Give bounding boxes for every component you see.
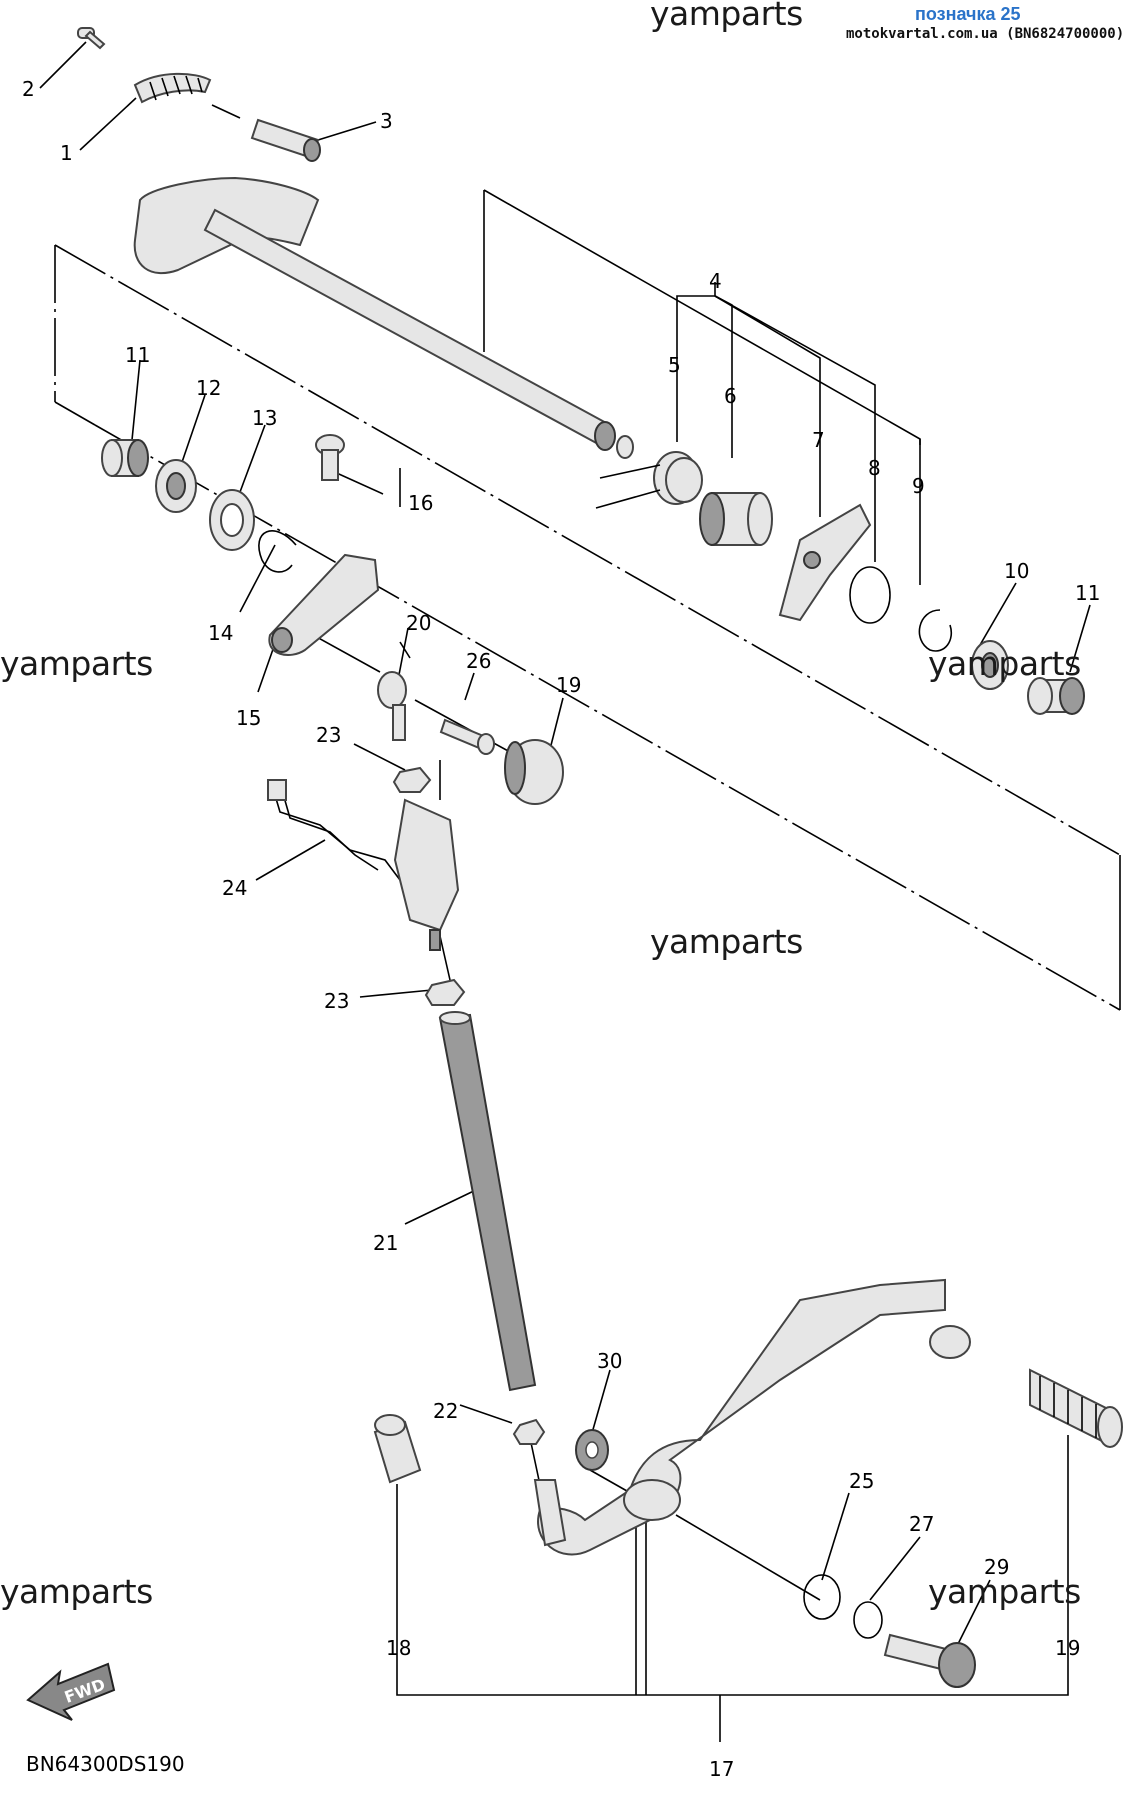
callout-6: 6 [724, 384, 737, 408]
callout-16: 16 [408, 491, 433, 515]
parts: FWD [26, 27, 1123, 1721]
assembly-brackets [39, 41, 1121, 1742]
callout-3: 3 [380, 109, 393, 133]
watermark-center: yamparts [650, 922, 803, 961]
callout-14: 14 [208, 621, 233, 645]
part-18-rod-end [373, 1414, 422, 1484]
part-22-shift-rod [438, 1011, 537, 1392]
part-23-nut-upper [392, 766, 432, 793]
callout-23-lower: 23 [324, 989, 349, 1013]
part-8-circlip [849, 566, 891, 624]
part-10-seal [971, 640, 1009, 690]
header-source: motokvartal.com.ua (BN6824700000) [846, 26, 1125, 42]
part-24-nut [512, 1418, 546, 1445]
part-9-clip [918, 609, 952, 652]
callout-29: 29 [984, 1555, 1009, 1579]
callout-11-left: 11 [125, 343, 150, 367]
header-label: позначка 25 [915, 4, 1021, 24]
part-27-ring [853, 1601, 883, 1639]
watermark-top: yamparts [650, 0, 803, 33]
part-23-nut-lower [424, 978, 466, 1006]
callout-26: 25 [849, 1469, 874, 1493]
part-11-bearing-left [101, 439, 149, 477]
part-3-pin [250, 118, 321, 162]
part-5-spring [595, 451, 703, 509]
part-19-pedal-rubber [1029, 1368, 1123, 1448]
callout-13: 13 [252, 406, 277, 430]
callout-10: 10 [1004, 559, 1029, 583]
watermark-right-upper: yamparts [928, 644, 1081, 683]
part-26-washer [803, 1574, 841, 1620]
part-12-seal [155, 459, 197, 513]
part-11-bearing-right [1027, 677, 1085, 715]
part-7-plate [778, 503, 872, 622]
part-15-shift-arm [268, 553, 380, 656]
callout-25: 24 [222, 876, 247, 900]
part-20-cap [504, 739, 564, 805]
part-29-pivot-bolt [883, 1633, 976, 1688]
watermark-left-lower: yamparts [0, 1572, 153, 1611]
fwd-arrow-icon: FWD [26, 1662, 116, 1721]
callout-12: 12 [196, 376, 221, 400]
part-2-bolt [77, 27, 106, 50]
callout-19: 19 [1055, 1636, 1080, 1660]
callout-27: 27 [909, 1512, 934, 1536]
callout-28: 26 [466, 649, 491, 673]
callout-20: 19 [556, 673, 581, 697]
callout-numbers: 2 1 3 4 5 6 7 8 9 10 11 11 12 13 16 14 1… [22, 77, 1100, 1781]
part-25-shift-sensor [267, 779, 460, 951]
callout-2: 2 [22, 77, 35, 101]
part-30-washer [575, 1429, 609, 1471]
part-6-collar [699, 492, 773, 546]
part-17-shift-pedal [533, 1278, 971, 1556]
callout-24: 22 [433, 1399, 458, 1423]
callout-17: 17 [709, 1757, 734, 1781]
part-1-spring [133, 72, 212, 104]
part-28-bolt [439, 718, 495, 755]
callout-4: 4 [709, 269, 722, 293]
callout-9: 9 [912, 474, 925, 498]
callout-1: 1 [60, 141, 73, 165]
part-14-circlip [258, 530, 297, 573]
callout-5: 5 [668, 353, 681, 377]
watermark-right-lower: yamparts [928, 1572, 1081, 1611]
callout-22: 21 [373, 1231, 398, 1255]
callout-11-right: 11 [1075, 581, 1100, 605]
watermark-left-upper: yamparts [0, 644, 153, 683]
callout-23-upper: 23 [316, 723, 341, 747]
part-13-washer [209, 489, 255, 551]
part-21-rod-end [377, 671, 407, 741]
callout-21: 20 [406, 611, 431, 635]
callout-7: 7 [812, 428, 825, 452]
callout-30: 30 [597, 1349, 622, 1373]
callout-15: 15 [236, 706, 261, 730]
part-16-bolt [315, 434, 345, 481]
diagram-code: BN64300DS190 [26, 1752, 185, 1776]
part-4-shift-shaft [133, 176, 634, 459]
callout-8: 8 [868, 456, 881, 480]
callout-18: 18 [386, 1636, 411, 1660]
